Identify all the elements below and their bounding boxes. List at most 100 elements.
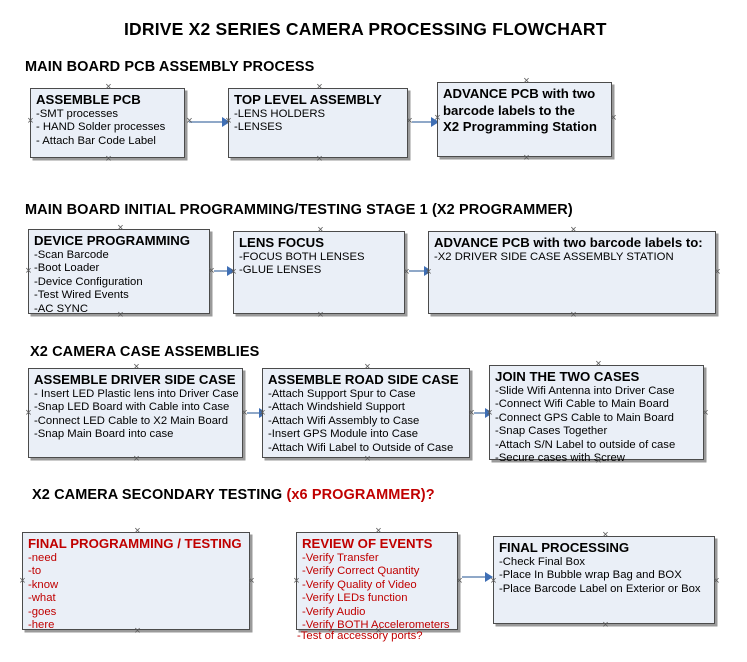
connection-handle-top[interactable] [132, 363, 141, 372]
box-content: ASSEMBLE PCB -SMT processes - HAND Solde… [31, 89, 184, 148]
process-box-final-processing[interactable]: FINAL PROCESSING -Check Final Box -Place… [493, 536, 715, 624]
connection-handle-left[interactable] [18, 577, 27, 586]
process-box-advance-pcb-to-driver-side-case[interactable]: ADVANCE PCB with two barcode labels to: … [428, 231, 716, 314]
connection-handle-left[interactable] [489, 577, 498, 586]
connection-handle-right[interactable] [609, 114, 618, 123]
box-line: -Verify Correct Quantity [302, 565, 420, 578]
connection-handle-top[interactable] [316, 226, 325, 235]
connection-handle-bottom[interactable] [116, 311, 125, 320]
connection-handle-top[interactable] [315, 83, 324, 92]
connection-handle-left[interactable] [258, 409, 267, 418]
connection-handle-bottom[interactable] [594, 457, 603, 466]
connection-handle-top[interactable] [594, 360, 603, 369]
connection-handle-bottom[interactable] [601, 621, 610, 630]
box-overflow-line: -Test of accessory ports? [297, 630, 423, 642]
connection-handle-left[interactable] [485, 409, 494, 418]
box-line: -Verify Quality of Video [302, 578, 417, 591]
box-line: -GLUE LENSES [239, 264, 322, 277]
box-line: -Connect Wifi Cable to Main Board [495, 398, 669, 411]
box-line: -Test Wired Events [34, 289, 129, 302]
box-line: -Attach Support Spur to Case [268, 388, 416, 400]
box-line: -Attach Wifi Label to Outside of Case [268, 441, 454, 454]
box-content: FINAL PROGRAMMING / TESTING -need -to -k… [23, 533, 249, 632]
connection-handle-left[interactable] [224, 117, 233, 126]
connection-handle-left[interactable] [26, 117, 35, 126]
box-line: -Connect GPS Cable to Main Board [495, 411, 674, 424]
connection-handle-right[interactable] [247, 577, 256, 586]
box-title: JOIN THE TWO CASES [495, 369, 640, 384]
box-line: -Secure cases with Screw [495, 452, 625, 465]
box-line: -FOCUS BOTH LENSES [239, 251, 365, 263]
connector-line [462, 576, 488, 578]
box-line: -Connect LED Cable to X2 Main Board [34, 414, 229, 427]
box-line: -Verify LEDs function [302, 592, 408, 605]
box-line: -to [28, 565, 42, 578]
box-content: LENS FOCUS -FOCUS BOTH LENSES -GLUE LENS… [234, 232, 404, 278]
process-box-assemble-driver-side-case[interactable]: ASSEMBLE DRIVER SIDE CASE - Insert LED P… [28, 368, 243, 458]
process-box-join-the-two-cases[interactable]: JOIN THE TWO CASES -Slide Wifi Antenna i… [489, 365, 704, 464]
box-line: -SMT processes [36, 108, 119, 120]
section-heading-text: X2 CAMERA SECONDARY TESTING [32, 487, 287, 503]
connection-handle-right[interactable] [701, 409, 710, 418]
connection-handle-bottom[interactable] [316, 311, 325, 320]
connection-handle-top[interactable] [601, 531, 610, 540]
section-heading-main-board-initial-programming: MAIN BOARD INITIAL PROGRAMMING/TESTING S… [25, 202, 573, 218]
connection-handle-top[interactable] [569, 226, 578, 235]
box-line: -X2 DRIVER SIDE CASE ASSEMBLY STATION [434, 251, 674, 263]
box-line: -what [28, 592, 56, 605]
connection-handle-left[interactable] [292, 577, 301, 586]
connection-handle-bottom[interactable] [363, 455, 372, 464]
process-box-lens-focus[interactable]: LENS FOCUS -FOCUS BOTH LENSES -GLUE LENS… [233, 231, 405, 314]
box-line: -LENS HOLDERS [234, 108, 326, 120]
box-title: ASSEMBLE PCB [36, 92, 141, 107]
section-heading-text: MAIN BOARD PCB ASSEMBLY PROCESS [25, 59, 315, 75]
process-box-device-programming[interactable]: DEVICE PROGRAMMING -Scan Barcode -Boot L… [28, 229, 210, 315]
connection-handle-top[interactable] [522, 77, 531, 86]
connection-handle-bottom[interactable] [315, 155, 324, 164]
connection-handle-bottom[interactable] [104, 155, 113, 164]
section-heading-text: MAIN BOARD INITIAL PROGRAMMING/TESTING S… [25, 202, 573, 218]
box-line: -Device Configuration [34, 275, 143, 288]
connection-handle-left[interactable] [424, 268, 433, 277]
connection-handle-left[interactable] [433, 114, 442, 123]
process-box-review-of-events[interactable]: REVIEW OF EVENTS -Verify Transfer -Verif… [296, 532, 458, 631]
connection-handle-top[interactable] [116, 224, 125, 233]
box-line: -Insert GPS Module into Case [268, 428, 419, 441]
process-box-assemble-pcb[interactable]: ASSEMBLE PCB -SMT processes - HAND Solde… [30, 88, 185, 158]
process-box-assemble-road-side-case[interactable]: ASSEMBLE ROAD SIDE CASE -Attach Support … [262, 368, 470, 458]
connection-handle-top[interactable] [133, 527, 142, 536]
process-box-advance-pcb-to-programming-station[interactable]: ADVANCE PCB with two barcode labels to t… [437, 82, 612, 157]
box-line: -Attach Wifi Assembly to Case [268, 414, 420, 427]
connection-handle-bottom[interactable] [522, 154, 531, 163]
process-box-top-level-assembly[interactable]: TOP LEVEL ASSEMBLY -LENS HOLDERS -LENSES [228, 88, 408, 158]
box-line: -Slide Wifi Antenna into Driver Case [495, 385, 675, 397]
connection-handle-right[interactable] [712, 577, 721, 586]
box-line: -Verify Transfer [302, 552, 379, 564]
connection-handle-top[interactable] [363, 363, 372, 372]
connection-handle-left[interactable] [229, 268, 238, 277]
connection-handle-top[interactable] [374, 527, 383, 536]
connection-handle-left[interactable] [24, 409, 33, 418]
box-line: -Snap Main Board into case [34, 428, 174, 441]
connection-handle-bottom[interactable] [132, 455, 141, 464]
section-heading-accent: (x6 PROGRAMMER)? [286, 487, 435, 503]
page-title: IDRIVE X2 SERIES CAMERA PROCESSING FLOWC… [124, 19, 607, 39]
box-line: - Attach Bar Code Label [36, 134, 156, 147]
connection-handle-bottom[interactable] [569, 311, 578, 320]
box-line: -know [28, 578, 59, 591]
box-title: ASSEMBLE ROAD SIDE CASE [268, 372, 459, 387]
connection-handle-source[interactable] [185, 117, 194, 126]
box-content: ASSEMBLE ROAD SIDE CASE -Attach Support … [263, 369, 469, 455]
box-line: -LENSES [234, 121, 283, 134]
connection-handle-right[interactable] [455, 577, 464, 586]
connection-handle-left[interactable] [24, 267, 33, 276]
connection-handle-bottom[interactable] [133, 627, 142, 636]
box-title: ADVANCE PCB with two barcode labels to t… [443, 86, 597, 134]
connection-handle-right[interactable] [713, 268, 722, 277]
box-line: -goes [28, 605, 57, 618]
box-title: TOP LEVEL ASSEMBLY [234, 92, 382, 107]
box-line: -Place In Bubble wrap Bag and BOX [499, 569, 682, 582]
connection-handle-top[interactable] [104, 83, 113, 92]
process-box-final-programming-testing[interactable]: FINAL PROGRAMMING / TESTING -need -to -k… [22, 532, 250, 632]
